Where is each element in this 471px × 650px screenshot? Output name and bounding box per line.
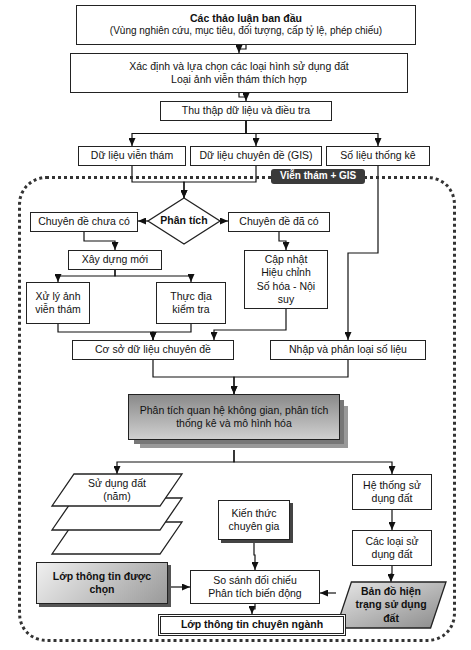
- flow-arrow: [246, 121, 378, 146]
- node-text: Các thảo luận ban đầu: [190, 12, 302, 25]
- process-box: Dữ liệu viễn thám: [78, 146, 186, 166]
- layer-stack: Sử dụng đất (năm): [52, 474, 182, 556]
- flow-arrow: [153, 324, 191, 340]
- flow-arrow: [391, 510, 392, 530]
- node-text: Dữ liệu chuyên đề (GIS): [199, 149, 312, 162]
- node-text: Sử dụng đất (năm): [76, 477, 158, 503]
- process-box: Các loại sử dụng đất: [352, 530, 432, 566]
- map-layer: [52, 474, 182, 506]
- node-text: Phân tích: [160, 214, 207, 227]
- node-text: (Vùng nghiên cứu, mục tiêu, đối tượng, c…: [110, 25, 382, 38]
- process-box: Cơ sở dữ liệu chuyên đề: [72, 340, 234, 360]
- node-text: Số hóa - Nội suy: [248, 280, 324, 306]
- flow-arrow: [184, 166, 256, 198]
- node-text: Cập nhật: [265, 253, 308, 266]
- node-text: Lớp thông tin chuyên ngành: [181, 618, 323, 631]
- flow-arrow: [132, 121, 246, 146]
- process-box: Xây dựng mới: [68, 250, 162, 270]
- node-text: Bản đồ hiện trạng sử dụng đất: [352, 585, 430, 624]
- process-box: Xác định và lựa chọn các loại hình sử dụ…: [70, 53, 408, 93]
- node-text: Dữ liệu viễn thám: [91, 149, 173, 162]
- node-text: Phân tích biến động: [208, 587, 301, 600]
- flow-arrow: [153, 360, 234, 394]
- flow-arrow: [252, 604, 255, 614]
- analysis-stack: Phân tích quan hệ không gian, phân tích …: [128, 394, 340, 440]
- process-box: Nhập và phân loại số liệu: [270, 340, 426, 360]
- decision-diamond: Phân tích: [148, 198, 220, 244]
- process-box: Hệ thống sử dụng đất: [352, 474, 432, 510]
- map-parallelogram: Bản đồ hiện trạng sử dụng đất: [336, 582, 446, 628]
- flow-arrow: [320, 592, 336, 593]
- node-text: Thu thập dữ liệu và điều tra: [182, 104, 310, 117]
- map-outline: [336, 582, 446, 628]
- node-text: So sánh đối chiếu: [213, 574, 296, 587]
- flow-arrow: [279, 232, 286, 250]
- process-box: Cập nhậtHiệu chỉnhSố hóa - Nội suy: [244, 250, 328, 309]
- flow-arrow: [117, 450, 234, 474]
- node-text: Phân tích quan hệ không gian, phân tích …: [135, 404, 333, 430]
- region-label: Viễn thám + GIS: [271, 169, 365, 184]
- process-box: So sánh đối chiếuPhân tích biến động: [190, 570, 320, 604]
- flow-arrow: [348, 166, 378, 340]
- flow-arrow: [239, 93, 246, 101]
- output-box: Lớp thông tin chuyên ngành: [158, 614, 346, 636]
- knowledge-box: Kiến thức chuyên gia: [218, 500, 290, 540]
- node-text: Các loại sử dụng đất: [356, 535, 428, 561]
- flow-arrow: [234, 360, 348, 394]
- flow-arrow: [391, 566, 392, 582]
- node-text: Hệ thống sử dụng đất: [356, 479, 428, 505]
- node-text: Kiến thức chuyên gia: [222, 507, 286, 533]
- node-text: Nhập và phân loại số liệu: [289, 343, 407, 356]
- diamond-outline: [148, 198, 220, 244]
- flow-arrow: [58, 270, 115, 282]
- process-box: Thực địa kiểm tra: [156, 282, 226, 324]
- flow-arrow: [168, 586, 190, 587]
- node-text: Chuyên đề chưa có: [38, 215, 130, 228]
- node-text: Hiệu chỉnh: [261, 266, 311, 279]
- node-text: Xây dựng mới: [82, 253, 148, 266]
- process-box: Chuyên đề chưa có: [30, 212, 138, 232]
- node-text: Xác định và lựa chọn các loại hình sử dụ…: [129, 60, 349, 73]
- process-box: Xử lý ảnh viễn thám: [26, 282, 90, 324]
- flow-arrow: [239, 45, 246, 53]
- process-box: Chuyên đề đã có: [228, 212, 330, 232]
- flow-arrow: [132, 166, 184, 198]
- process-box: Số liệu thống kê: [326, 146, 430, 166]
- node-text: Thực địa kiểm tra: [160, 290, 222, 316]
- node-text: Chuyên đề đã có: [239, 215, 318, 228]
- flow-arrow: [234, 450, 392, 474]
- node-text: Loại ảnh viễn thám thích hợp: [171, 73, 307, 86]
- dotted-region: Viễn thám + GISChuyên đề chưa cóPhân tíc…: [18, 176, 456, 642]
- node-text: Lớp thông tin được chọn: [41, 570, 163, 596]
- process-box: Dữ liệu chuyên đề (GIS): [190, 146, 322, 166]
- node-text: Xử lý ảnh viễn thám: [30, 290, 86, 316]
- node-text: Cơ sở dữ liệu chuyên đề: [95, 343, 211, 356]
- flow-arrow: [138, 220, 148, 221]
- flow-arrow: [58, 324, 153, 340]
- layer-box: Lớp thông tin được chọn: [36, 562, 168, 604]
- flow-arrow: [254, 540, 255, 570]
- node-text: Số liệu thống kê: [340, 149, 415, 162]
- flow-arrow: [84, 232, 115, 250]
- flow-arrow: [115, 270, 191, 282]
- process-box: Thu thập dữ liệu và điều tra: [160, 101, 332, 121]
- process-box: Các thảo luận ban đầu(Vùng nghiên cứu, m…: [76, 5, 416, 45]
